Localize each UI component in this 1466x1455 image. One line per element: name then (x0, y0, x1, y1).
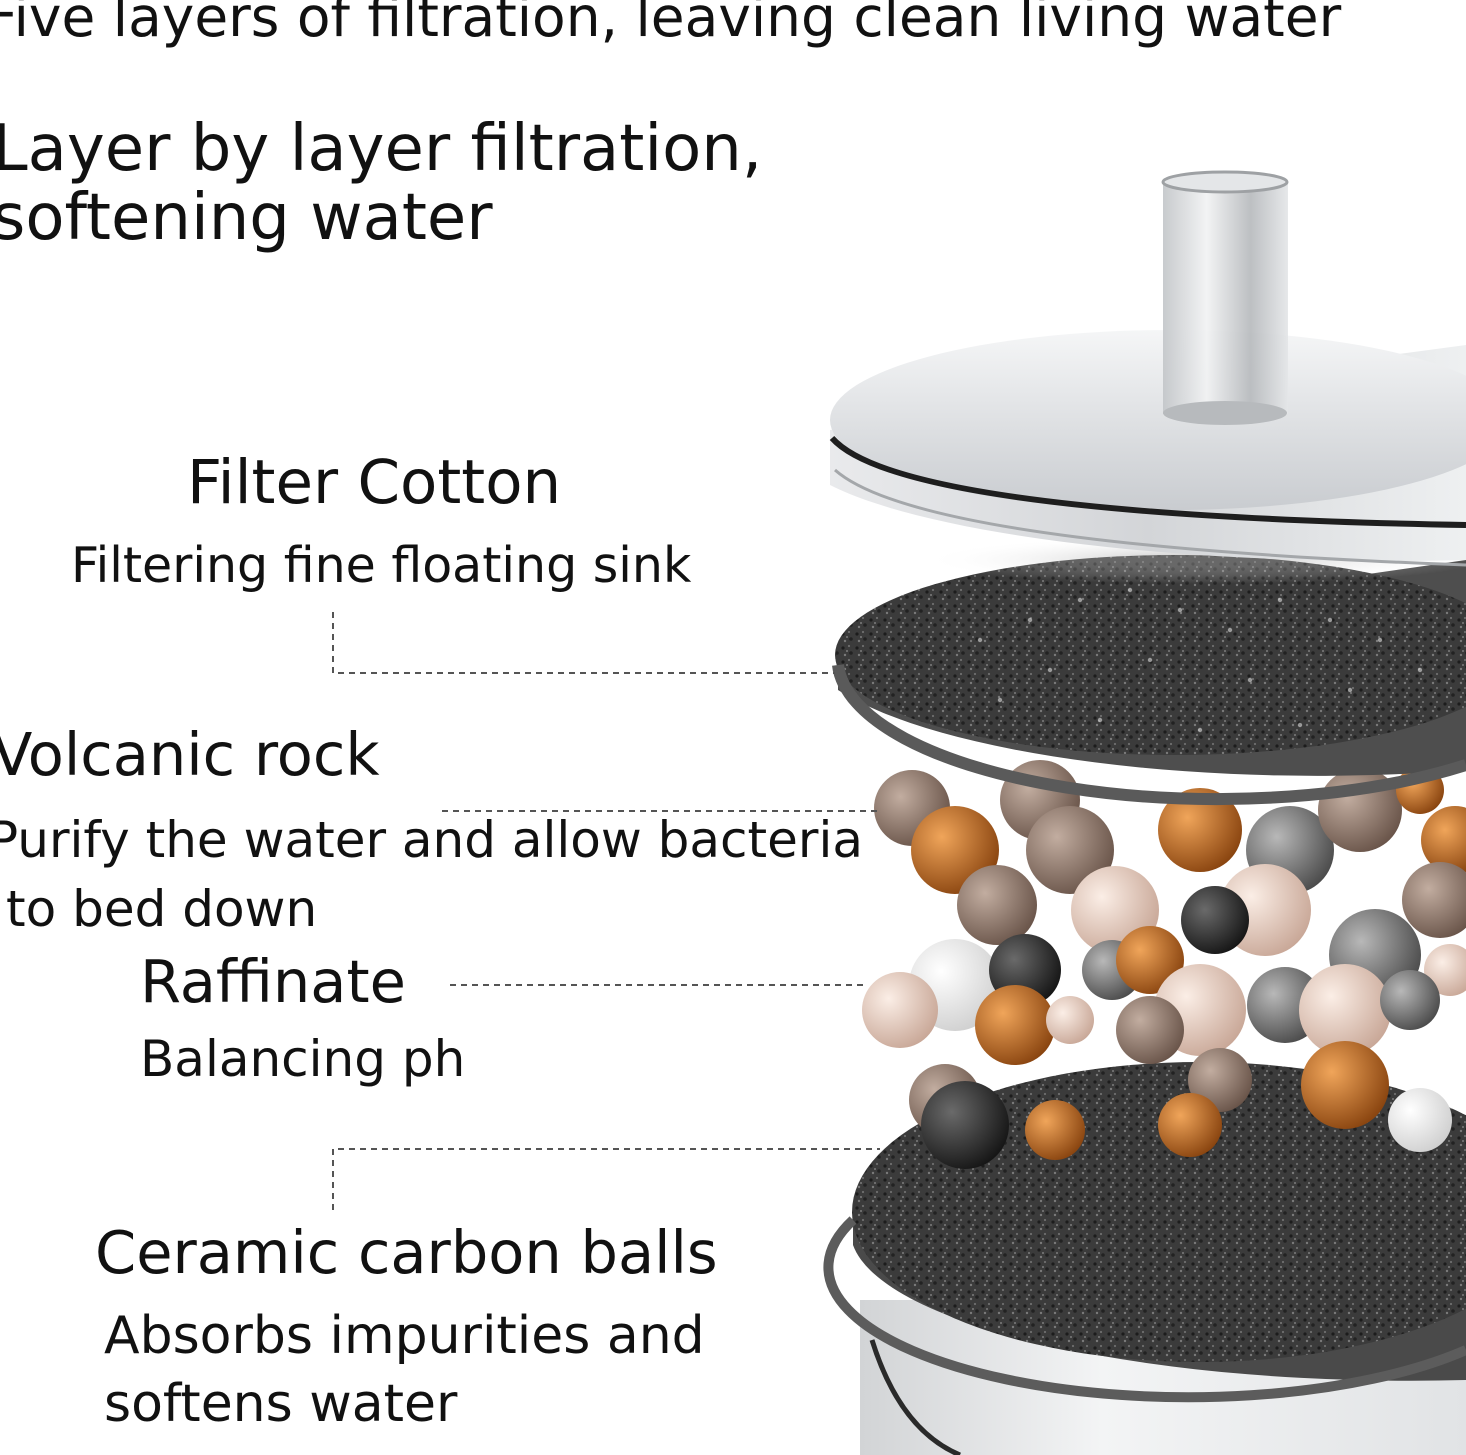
layer-desc-volcanic-rock-2: to bed down (6, 880, 318, 938)
ceramic-balls (862, 760, 1466, 1169)
layer-desc-raffinate: Balancing ph (140, 1030, 466, 1088)
layer-title-ceramic-carbon: Ceramic carbon balls (95, 1218, 718, 1287)
intro-line-2: softening water (0, 181, 493, 255)
layer-title-volcanic-rock: Volcanic rock (0, 720, 380, 789)
layer-desc-ceramic-carbon-2: softens water (104, 1374, 458, 1434)
leader-lines (332, 612, 880, 1210)
layer-title-raffinate: Raffinate (140, 947, 406, 1016)
layer-desc-filter-cotton: Filtering fine floating sink (71, 537, 692, 594)
outlet-tube (1161, 170, 1289, 425)
leader-filter-cotton (332, 612, 835, 674)
layer-title-filter-cotton: Filter Cotton (187, 447, 562, 518)
top-cap (829, 330, 1466, 567)
middle-sponge-disc (832, 555, 1466, 806)
intro-line-1: Layer by layer filtration, (0, 112, 763, 186)
headline: Five layers of filtration, leaving clean… (0, 0, 1342, 49)
layer-desc-ceramic-carbon-1: Absorbs impurities and (104, 1306, 705, 1366)
layer-desc-volcanic-rock-1: Purify the water and allow bacteria (0, 811, 863, 869)
leader-ceramic-carbon (332, 1148, 880, 1210)
